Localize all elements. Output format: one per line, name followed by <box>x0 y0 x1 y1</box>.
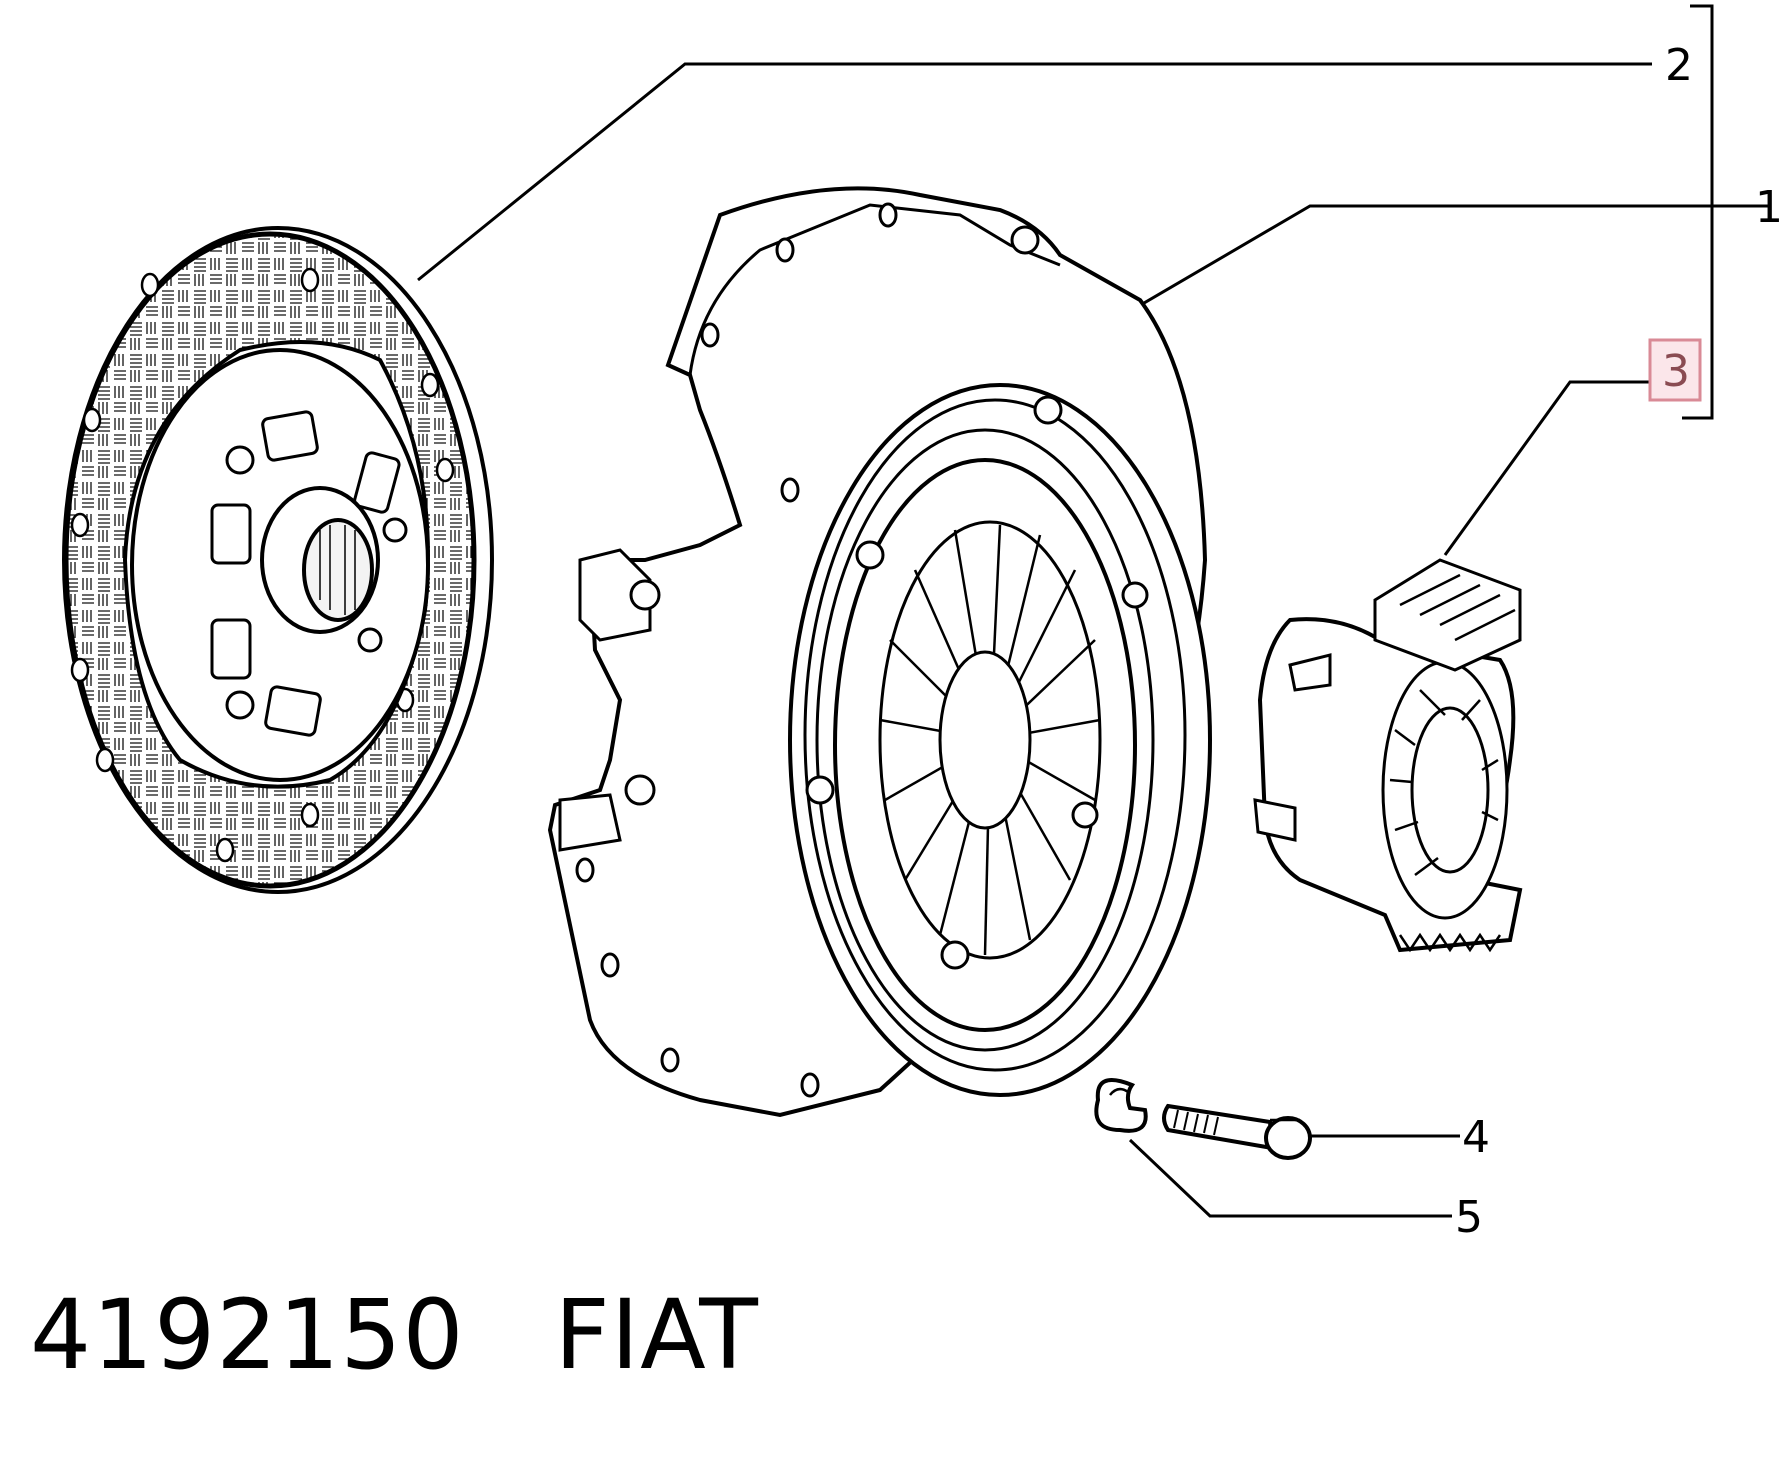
release-bearing-fork-pad <box>1373 558 1522 672</box>
cover-bolt-holes <box>575 202 898 1098</box>
callout-3-highlight <box>1648 338 1702 402</box>
clutch-disc <box>62 226 494 894</box>
pressure-plate-rivets <box>624 225 1149 970</box>
pressure-plate <box>547 186 1212 1118</box>
callout-4: 4 <box>1462 1112 1490 1163</box>
lock-washer-shape <box>1094 1078 1148 1133</box>
bearing-base-teeth <box>1398 932 1502 953</box>
callout-5: 5 <box>1455 1192 1483 1243</box>
hub-rivets <box>225 445 408 720</box>
cover-mount-tab-left <box>578 548 652 642</box>
bearing-clip-top <box>1288 653 1332 692</box>
diaphragm-center <box>938 650 1032 830</box>
part-number: 4192150 <box>30 1279 465 1391</box>
cover-bolt-head <box>1264 1116 1312 1160</box>
leader-line-5 <box>1128 1138 1452 1218</box>
leader-line-1 <box>1114 204 1768 322</box>
callout-1: 1 <box>1755 182 1783 233</box>
lining-rivets <box>70 267 455 863</box>
splined-hub-bore <box>302 518 374 622</box>
release-bearing <box>1253 558 1523 953</box>
kit-bracket <box>1682 4 1714 420</box>
lock-washer <box>1094 1078 1148 1133</box>
callout-2: 2 <box>1665 40 1693 91</box>
cover-mount-tab-bottom <box>558 793 622 852</box>
footer-caption: 4192150 FIAT <box>30 1270 759 1400</box>
cover-flange-top <box>688 203 1061 376</box>
damper-springs <box>210 410 401 737</box>
cover-bolt <box>1162 1103 1312 1160</box>
leader-line-2 <box>417 62 1652 282</box>
leader-lines <box>417 4 1768 1218</box>
callout-3: 3 <box>1662 346 1690 397</box>
bearing-clip-bottom <box>1253 798 1297 842</box>
cover-bolt-shank <box>1162 1103 1275 1151</box>
callouts: 2 1 3 4 5 <box>1455 40 1783 1243</box>
leader-line-3 <box>1443 380 1650 556</box>
brand-name: FIAT <box>554 1279 759 1391</box>
bearing-ribs <box>1389 689 1499 877</box>
